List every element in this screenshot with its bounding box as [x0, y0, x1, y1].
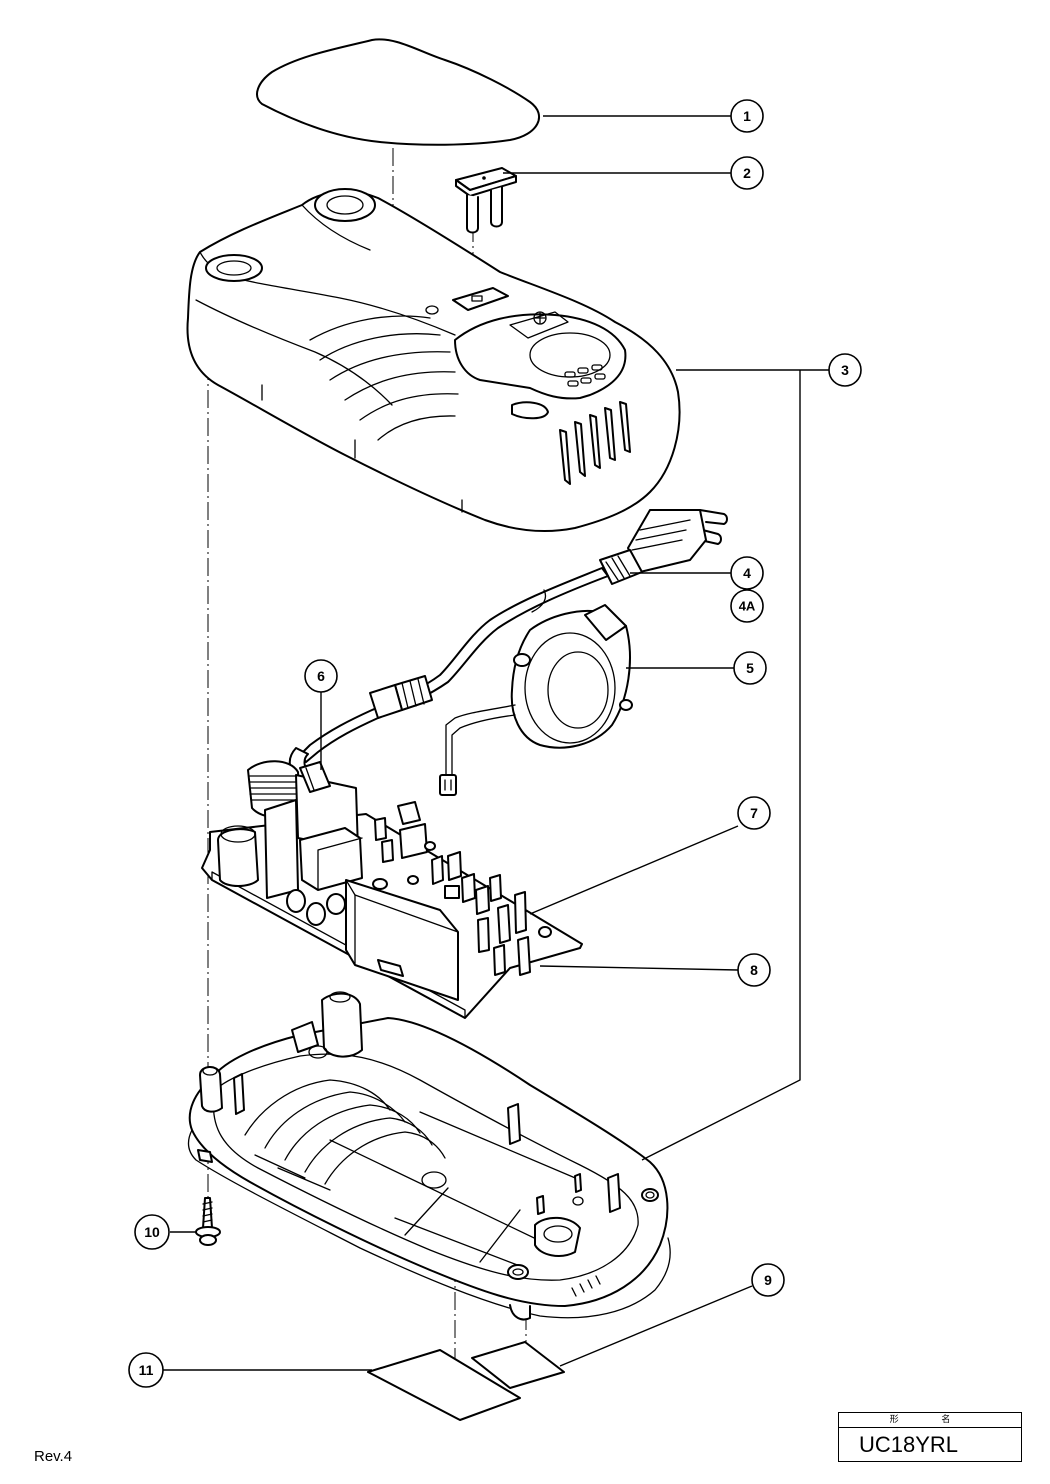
- part-4-power-cord: [288, 509, 728, 781]
- callout-4a-label: 4A: [739, 599, 756, 614]
- part-1-label-sheet: [256, 38, 541, 146]
- callout-6: 6: [304, 659, 338, 693]
- callout-9: 9: [751, 1263, 785, 1297]
- callout-3-label: 3: [841, 362, 849, 378]
- callout-8-label: 8: [750, 962, 758, 978]
- part-7-circuit-board: [201, 760, 583, 1019]
- callout-7: 7: [737, 796, 771, 830]
- callout-1: 1: [730, 99, 764, 133]
- part-5-fan: [439, 604, 633, 796]
- title-block: 形 名 UC18YRL: [838, 1412, 1022, 1462]
- callout-4: 4: [730, 556, 764, 590]
- title-block-header: 形 名: [839, 1413, 1021, 1428]
- callout-10: 10: [134, 1214, 170, 1250]
- revision-label: Rev.4: [34, 1448, 73, 1465]
- callout-4-label: 4: [743, 565, 751, 581]
- part-9-label: [471, 1341, 565, 1389]
- callout-11-label: 11: [139, 1362, 154, 1378]
- part-6-component: [299, 761, 331, 793]
- callout-6-label: 6: [317, 668, 325, 684]
- callout-5: 5: [733, 651, 767, 685]
- callout-4a: 4A: [730, 589, 764, 623]
- lower-housing: [187, 991, 671, 1321]
- callout-7-label: 7: [750, 805, 758, 821]
- callout-1-label: 1: [743, 108, 751, 124]
- part-2-terminal-cover: [455, 167, 517, 234]
- callout-5-label: 5: [746, 660, 754, 676]
- model-number: UC18YRL: [859, 1432, 959, 1457]
- callout-11: 11: [128, 1352, 164, 1388]
- callout-10-label: 10: [144, 1224, 160, 1240]
- callout-8: 8: [737, 953, 771, 987]
- callout-9-label: 9: [764, 1272, 772, 1288]
- part-10-screw: [195, 1197, 221, 1246]
- callout-2: 2: [730, 156, 764, 190]
- callout-3: 3: [828, 353, 862, 387]
- callout-2-label: 2: [743, 165, 751, 181]
- leader-lines: [163, 115, 829, 1371]
- part-11-label: [367, 1349, 521, 1421]
- part-3-upper-housing: [186, 188, 681, 532]
